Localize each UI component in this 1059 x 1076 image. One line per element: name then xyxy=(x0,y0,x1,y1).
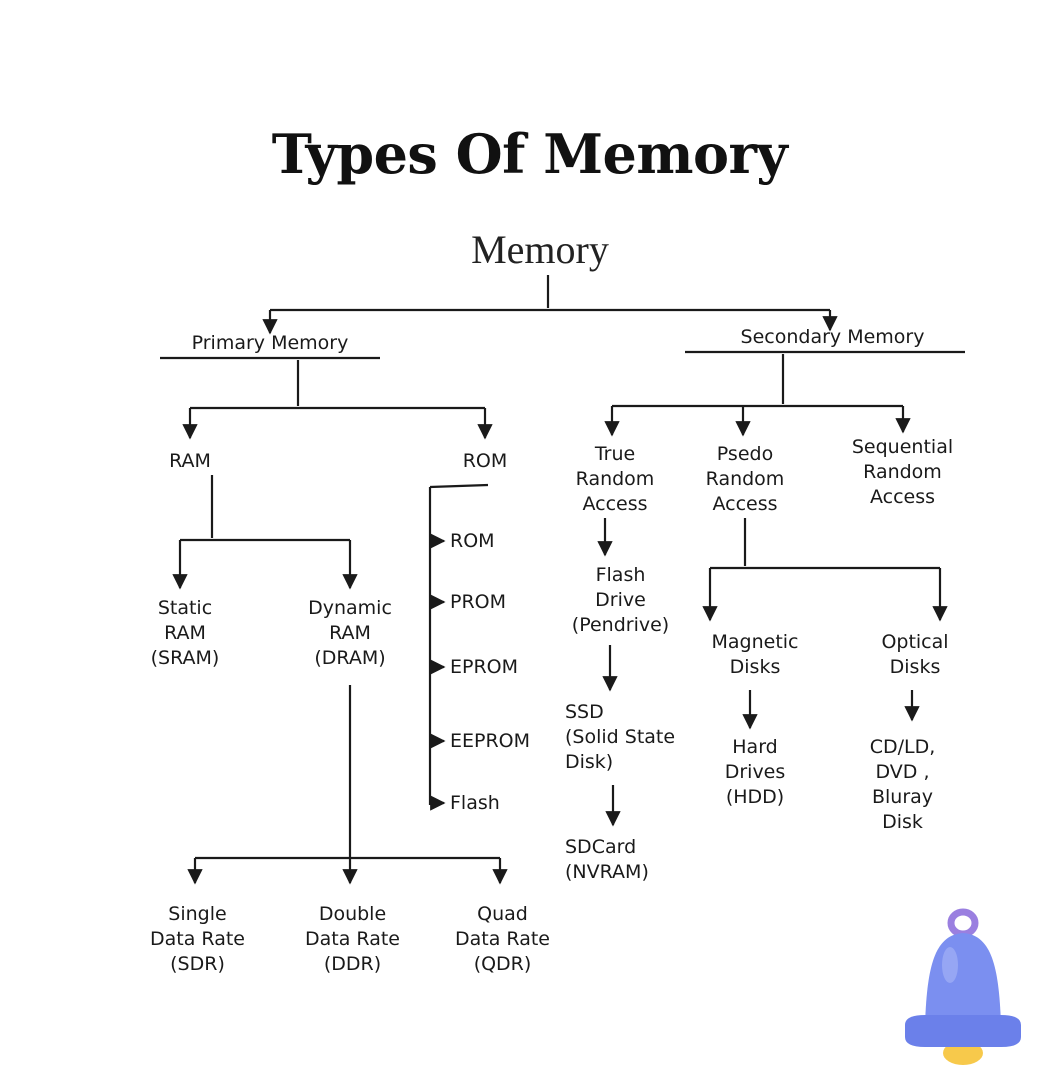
rom-node: ROM xyxy=(462,450,508,472)
flash-drive-node: Flash Drive (Pendrive) xyxy=(571,564,670,636)
qdr-node: Quad Data Rate (QDR) xyxy=(455,903,550,975)
rom-item: EPROM xyxy=(450,656,519,678)
static-ram-node: Static RAM (SRAM) xyxy=(150,597,220,669)
rom-item: Flash xyxy=(450,792,500,814)
ddr-node: Double Data Rate (DDR) xyxy=(305,903,400,975)
bell-icon xyxy=(905,908,1021,1065)
ssd-node: SSD (Solid State Disk) xyxy=(565,701,676,773)
ram-node: RAM xyxy=(169,450,211,472)
sdr-node: Single Data Rate (SDR) xyxy=(150,903,245,975)
dynamic-ram-node: Dynamic RAM (DRAM) xyxy=(308,597,392,669)
rom-item: PROM xyxy=(450,591,507,613)
primary-memory-label: Primary Memory xyxy=(191,332,349,354)
secondary-memory-label: Secondary Memory xyxy=(740,326,925,348)
optical-disks-node: Optical Disks xyxy=(881,631,949,678)
pseudo-random-access-node: Psedo Random Access xyxy=(705,443,785,515)
rom-item: ROM xyxy=(450,530,495,552)
sdcard-node: SDCard (NVRAM) xyxy=(565,836,649,883)
root-node-memory: Memory xyxy=(471,227,609,272)
true-random-access-node: True Random Access xyxy=(575,443,655,515)
diagram-title: Types Of Memory xyxy=(271,122,788,186)
rom-item: EEPROM xyxy=(450,730,531,752)
optical-disk-items-node: CD/LD, DVD , Bluray Disk xyxy=(869,736,936,833)
sequential-random-access-node: Sequential Random Access xyxy=(851,436,954,508)
hard-drives-node: Hard Drives (HDD) xyxy=(724,736,786,808)
magnetic-disks-node: Magnetic Disks xyxy=(711,631,799,678)
